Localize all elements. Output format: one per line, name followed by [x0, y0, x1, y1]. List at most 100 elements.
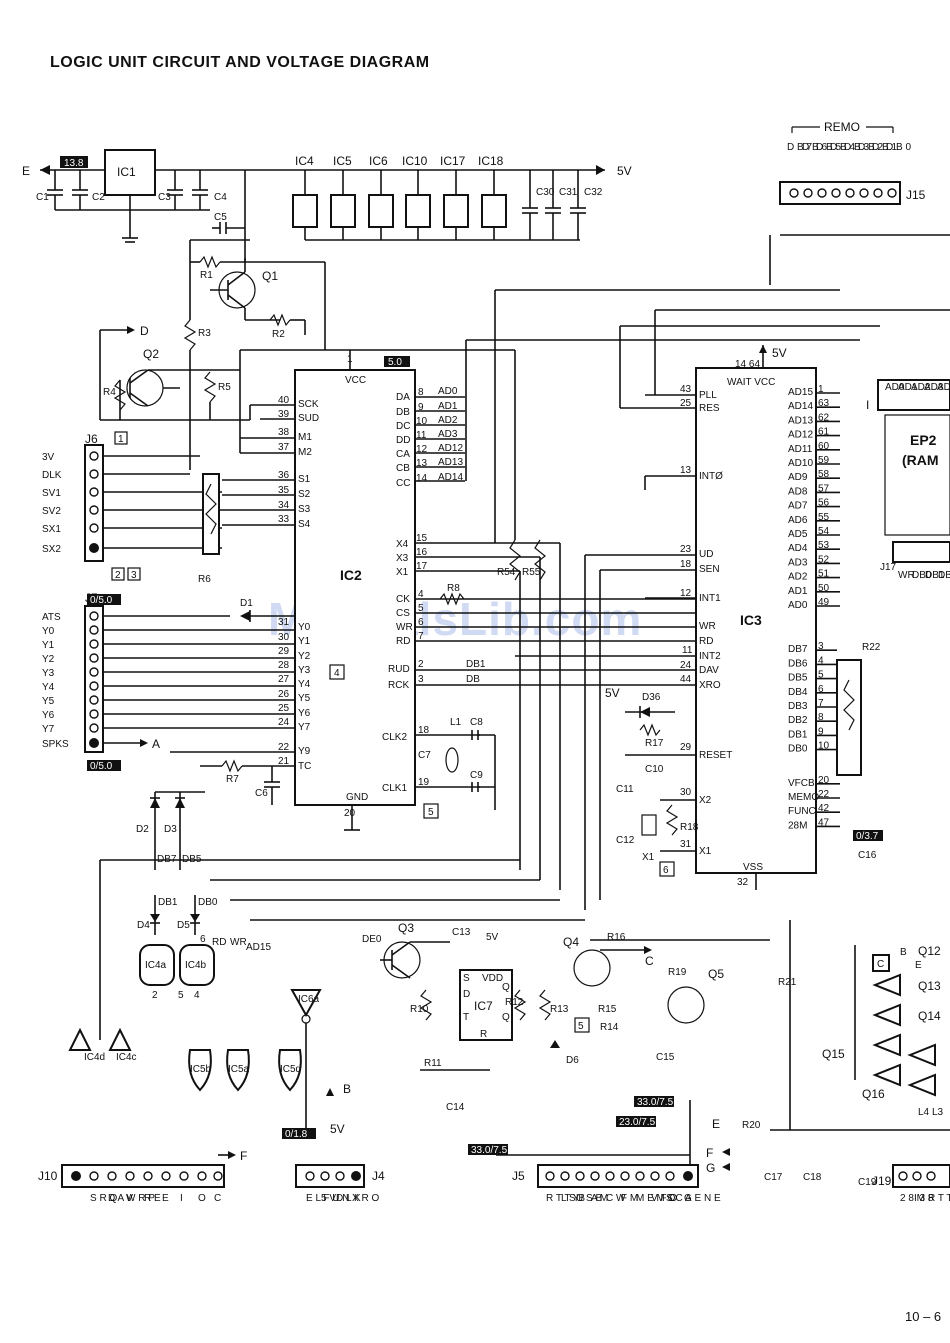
svg-text:0/3.7: 0/3.7 [856, 831, 879, 842]
svg-text:DB: DB [396, 407, 410, 418]
svg-text:Y7: Y7 [298, 722, 311, 733]
svg-text:D B 5: D B 5 [816, 142, 841, 153]
svg-text:0/1.8: 0/1.8 [285, 1129, 308, 1140]
svg-text:ATS: ATS [42, 612, 61, 623]
svg-text:Y4: Y4 [298, 679, 311, 690]
svg-text:RES: RES [699, 403, 720, 414]
svg-text:AD2: AD2 [438, 415, 458, 426]
svg-text:AD2: AD2 [911, 382, 931, 393]
svg-text:19: 19 [418, 777, 430, 788]
svg-text:SX2: SX2 [42, 544, 61, 555]
svg-text:E: E [915, 960, 922, 971]
svg-text:J19: J19 [872, 1174, 892, 1188]
ic3-pin-name: AD14 [788, 401, 813, 412]
ic3-pin-name: DB1 [788, 729, 808, 740]
svg-text:25: 25 [278, 703, 290, 714]
svg-text:33.0/7.5: 33.0/7.5 [637, 1097, 674, 1108]
ic7-label: IC7 [474, 999, 493, 1013]
ic3-pin-number: 5 [818, 670, 824, 681]
svg-text:L4: L4 [918, 1107, 930, 1118]
svg-text:M1: M1 [298, 432, 312, 443]
svg-text:INT1: INT1 [699, 593, 721, 604]
svg-text:43: 43 [680, 384, 692, 395]
svg-text:Y0: Y0 [298, 622, 311, 633]
svg-text:44: 44 [680, 674, 692, 685]
svg-text:R4: R4 [103, 387, 116, 398]
svg-text:27: 27 [278, 674, 290, 685]
ic3-pin-name: AD13 [788, 415, 813, 426]
svg-text:X1: X1 [396, 567, 409, 578]
svg-text:Y2: Y2 [298, 651, 311, 662]
ic1-label: IC1 [117, 165, 136, 179]
q1-label: Q1 [262, 269, 278, 283]
svg-text:D B 3: D B 3 [844, 142, 869, 153]
ic3-pin-number: 59 [818, 455, 830, 466]
svg-text:AD12: AD12 [438, 443, 463, 454]
ic3-pin-name: AD9 [788, 472, 808, 483]
svg-text:5: 5 [428, 807, 434, 818]
svg-text:S: S [463, 973, 470, 984]
svg-text:Q5: Q5 [708, 967, 724, 981]
ic3-pin-number: 58 [818, 469, 830, 480]
svg-text:18: 18 [680, 559, 692, 570]
svg-text:B: B [343, 1082, 351, 1096]
svg-text:35: 35 [278, 485, 290, 496]
svg-text:D36: D36 [642, 692, 661, 703]
svg-text:D B 2: D B 2 [858, 142, 883, 153]
ic3-pin-number: 50 [818, 583, 830, 594]
ic3-pin-name: AD7 [788, 501, 808, 512]
ic3-pin-name: AD1 [788, 586, 808, 597]
svg-text:R2: R2 [272, 329, 285, 340]
svg-text:SV2: SV2 [42, 506, 61, 517]
svg-text:S3: S3 [298, 504, 311, 515]
ic3-pin-name: AD0 [788, 600, 808, 611]
svg-text:DE0: DE0 [362, 934, 382, 945]
page-number: 10 – 6 [905, 1309, 942, 1324]
svg-text:Y6: Y6 [42, 710, 55, 721]
svg-text:5V: 5V [605, 686, 620, 700]
ic3-pin-name: AD6 [788, 515, 808, 526]
svg-text:G: G [706, 1161, 715, 1175]
svg-text:O: O [198, 1193, 206, 1204]
svg-text:SCK: SCK [298, 399, 319, 410]
svg-text:R14: R14 [600, 1022, 619, 1033]
svg-text:X3: X3 [396, 553, 409, 564]
svg-text:31: 31 [680, 839, 692, 850]
svg-text:C8: C8 [470, 717, 483, 728]
svg-text:D B 6: D B 6 [802, 142, 827, 153]
svg-text:R54: R54 [497, 567, 516, 578]
svg-text:I: I [866, 398, 869, 412]
ic3-label: IC3 [740, 612, 762, 628]
svg-text:F: F [706, 1146, 713, 1160]
svg-text:C9: C9 [470, 770, 483, 781]
ic3-pin-number: 1 [818, 384, 824, 395]
svg-text:R1: R1 [200, 270, 213, 281]
svg-text:CB: CB [396, 463, 410, 474]
svg-text:6: 6 [418, 617, 424, 628]
svg-text:R T T Y: R T T Y [546, 1193, 580, 1204]
j4-connector: 0/1.8 5V B J4 E L F U N5 V D L KX R O [282, 1082, 385, 1204]
svg-text:L S B: L S B [561, 1193, 585, 1204]
ic3-pin-number: 47 [818, 817, 830, 828]
svg-text:G E N E: G E N E [684, 1193, 721, 1204]
svg-text:22: 22 [278, 742, 290, 753]
svg-text:3V: 3V [42, 452, 55, 463]
svg-text:IC5b: IC5b [190, 1064, 212, 1075]
svg-text:29: 29 [278, 646, 290, 657]
svg-text:Y7: Y7 [42, 724, 55, 735]
svg-text:R18: R18 [680, 822, 699, 833]
svg-text:R10: R10 [410, 1004, 429, 1015]
svg-text:RD: RD [396, 636, 410, 647]
ic6-label: IC6 [369, 154, 388, 168]
svg-text:Y0: Y0 [42, 626, 55, 637]
svg-text:12: 12 [680, 588, 692, 599]
svg-text:Y3: Y3 [42, 668, 55, 679]
ic3-pin-number: 56 [818, 498, 830, 509]
svg-text:SUD: SUD [298, 413, 319, 424]
svg-text:IC5a: IC5a [228, 1064, 250, 1075]
svg-text:23.0/7.5: 23.0/7.5 [619, 1117, 656, 1128]
svg-text:L1: L1 [450, 717, 462, 728]
svg-text:SX1: SX1 [42, 524, 61, 535]
